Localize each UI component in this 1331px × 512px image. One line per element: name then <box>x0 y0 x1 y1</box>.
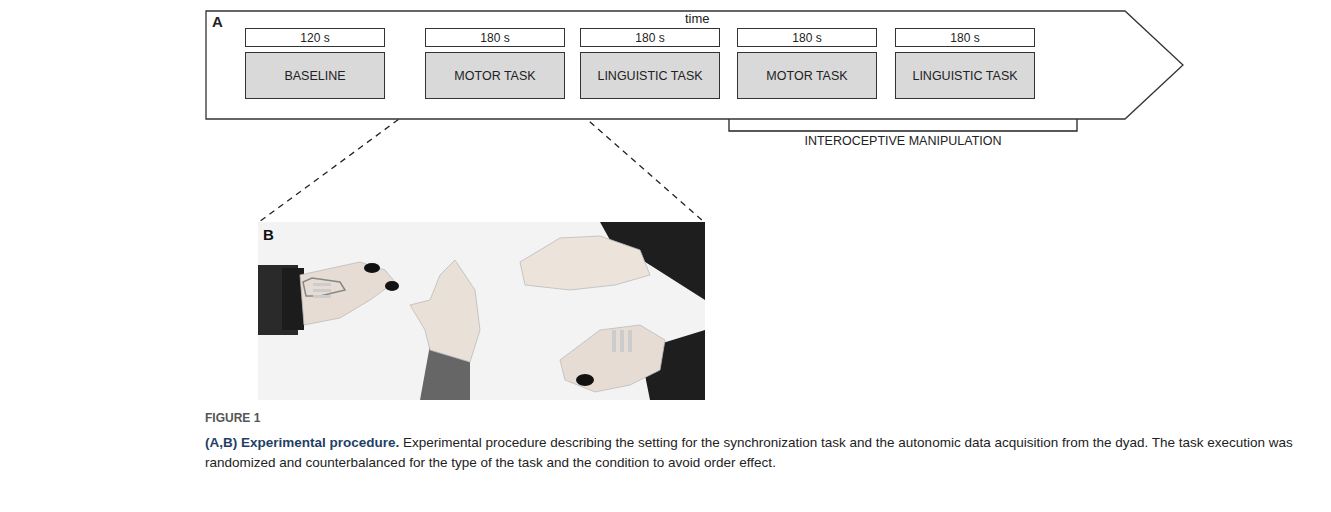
box-text: 180 s <box>635 31 664 45</box>
timeline-arrow: Atime 120 s 180 s 180 s 180 s 180 s BASELINE MO… <box>205 10 1185 120</box>
task-box: MOTOR TASK <box>737 52 877 99</box>
bracket <box>729 119 1077 131</box>
bracket-label: INTEROCEPTIVE MANIPULATION <box>728 134 1078 148</box>
duration-box: 120 s <box>245 28 385 47</box>
box-text: 180 s <box>950 31 979 45</box>
box-text: BASELINE <box>284 69 345 83</box>
panel-letter: A <box>212 13 223 30</box>
hands-photo <box>258 222 705 400</box>
task-box: BASELINE <box>245 52 385 99</box>
arrow-shape <box>206 11 1183 119</box>
duration-box: 180 s <box>895 28 1035 47</box>
duration-box: 180 s <box>737 28 877 47</box>
box-text: LINGUISTIC TASK <box>912 69 1017 83</box>
panel-letter: B <box>263 226 293 243</box>
task-box: MOTOR TASK <box>425 52 565 99</box>
box-text: MOTOR TASK <box>454 69 535 83</box>
task-box: LINGUISTIC TASK <box>580 52 720 99</box>
figure-number: FIGURE 1 <box>205 411 405 425</box>
box-text: 180 s <box>480 31 509 45</box>
box-text: 180 s <box>792 31 821 45</box>
box-text: MOTOR TASK <box>766 69 847 83</box>
duration-box: 180 s <box>425 28 565 47</box>
duration-box: 180 s <box>580 28 720 47</box>
caption-paragraph: (A,B) Experimental procedure. Experiment… <box>205 433 1320 473</box>
axis-label: time <box>685 11 710 26</box>
task-box: LINGUISTIC TASK <box>895 52 1035 99</box>
box-text: 120 s <box>300 31 329 45</box>
box-text: LINGUISTIC TASK <box>597 69 702 83</box>
caption-lead: (A,B) Experimental procedure. <box>205 435 399 450</box>
